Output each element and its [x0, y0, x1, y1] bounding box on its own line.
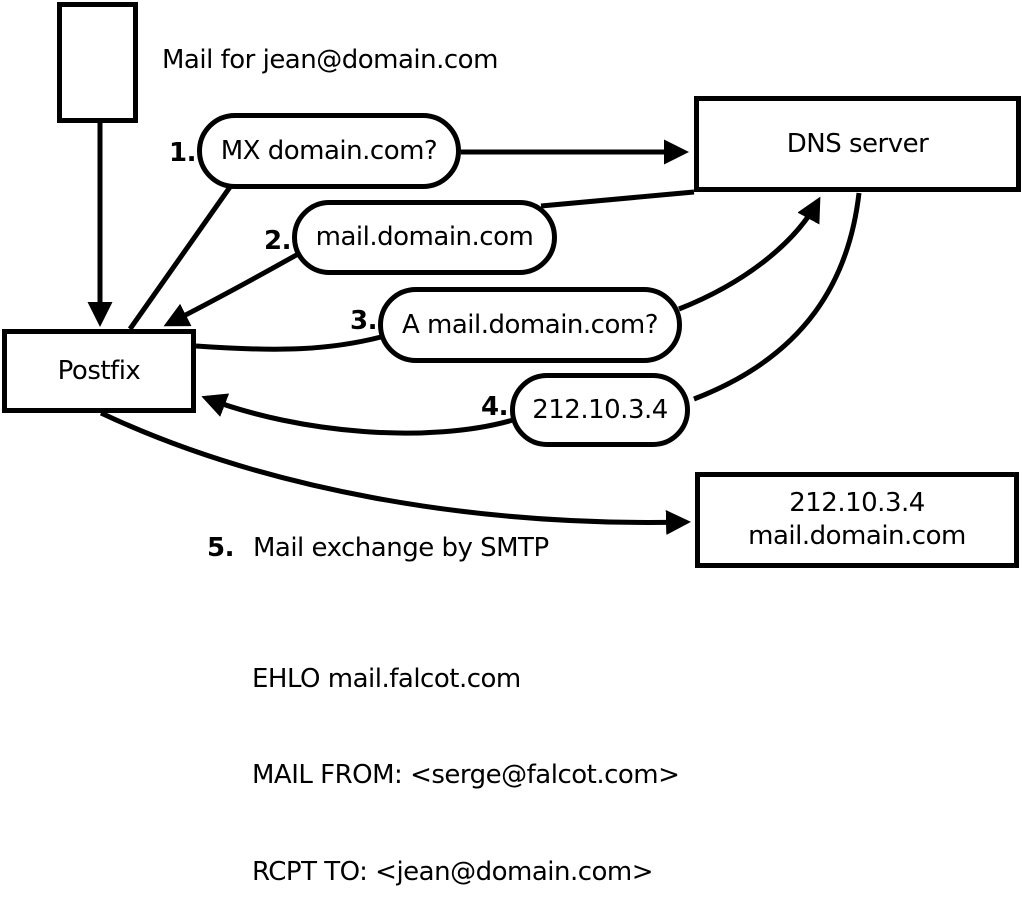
line-postfix-to-query3	[195, 334, 382, 352]
query1-pill: MX domain.com?	[197, 113, 461, 189]
query1-label: MX domain.com?	[220, 135, 438, 166]
step2-number: 2.	[264, 226, 291, 256]
postfix-box: Postfix	[2, 329, 196, 413]
smtp-line: RCPT TO: <jean@domain.com>	[252, 857, 654, 888]
query3-label: A mail.domain.com?	[402, 309, 659, 340]
step3-number: 3.	[350, 306, 377, 336]
reply4-label: 212.10.3.4	[532, 394, 668, 425]
step5-caption: 5. Mail exchange by SMTP	[207, 535, 549, 561]
dns-server-box: DNS server	[694, 96, 1021, 192]
step1-number: 1.	[169, 138, 196, 168]
line-dns-to-reply4	[693, 192, 862, 402]
line-postfix-to-query1	[127, 185, 233, 331]
destination-server-box: 212.10.3.4 mail.domain.com	[695, 472, 1019, 568]
arrow-query3-to-dns	[678, 196, 821, 312]
smtp-line: MAIL FROM: <serge@falcot.com>	[252, 760, 680, 791]
step5-number: 5.	[207, 533, 234, 563]
arrow-postfix-to-mailserver	[99, 410, 691, 535]
destination-ip: 212.10.3.4	[789, 488, 925, 518]
destination-hostname: mail.domain.com	[748, 521, 966, 551]
smtp-line: EHLO mail.falcot.com	[252, 663, 521, 694]
reply4-pill: 212.10.3.4	[510, 373, 690, 447]
postfix-label: Postfix	[57, 355, 141, 386]
step4-number: 4.	[481, 392, 508, 422]
diagram-title: Mail for jean@domain.com	[162, 45, 498, 75]
dns-server-label: DNS server	[786, 128, 929, 159]
step5-label: Mail exchange by SMTP	[252, 533, 549, 563]
mail-envelope-icon	[57, 2, 138, 123]
query3-pill: A mail.domain.com?	[378, 287, 682, 363]
reply2-pill: mail.domain.com	[292, 200, 557, 275]
line-dns-to-reply2	[540, 189, 695, 209]
reply2-label: mail.domain.com	[315, 222, 534, 252]
smtp-session-transcript: EHLO mail.falcot.com MAIL FROM: <serge@f…	[252, 598, 680, 919]
arrow-reply2-to-postfix	[163, 250, 302, 327]
arrow-reply4-to-postfix	[201, 393, 514, 436]
